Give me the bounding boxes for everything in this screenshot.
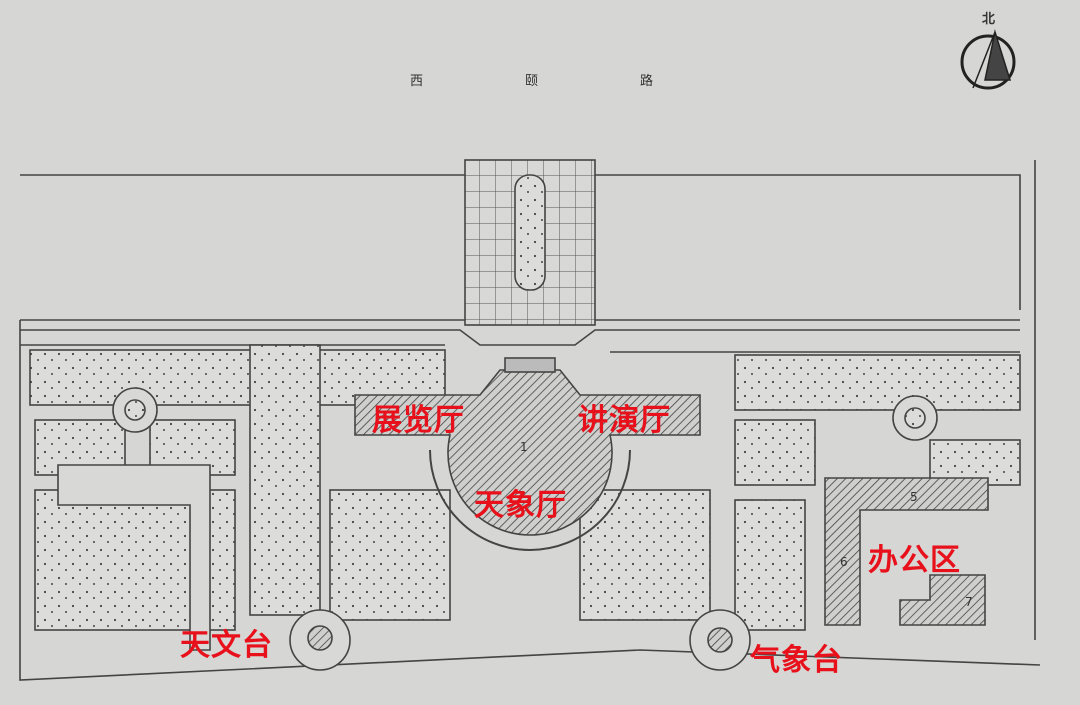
left-building [57,464,211,651]
label-lecture-hall: 讲演厅 [578,403,671,438]
label-weather-station: 气象台 [750,643,843,678]
road-label-char: 颐 [525,74,539,89]
plaza-pool [514,174,546,291]
north-label: 北 [982,12,996,27]
road-label-char: 西 [410,74,424,89]
building-number: 5 [910,490,918,504]
building-number: 1 [520,440,528,454]
label-observatory: 天文台 [180,628,273,663]
label-planetarium-hall: 天象厅 [474,488,567,523]
north-arrow-icon [960,29,1016,90]
road-label-char: 路 [640,74,654,89]
label-office-area: 办公区 [868,543,961,578]
observatory-dome [307,625,333,651]
weather-station-dome [707,627,733,653]
label-exhibition-hall: 展览厅 [372,403,465,438]
main-building [354,369,701,536]
building-number: 7 [965,595,973,609]
office-building [824,477,989,626]
site-boundary [19,160,1041,681]
building-number: 6 [840,555,848,569]
